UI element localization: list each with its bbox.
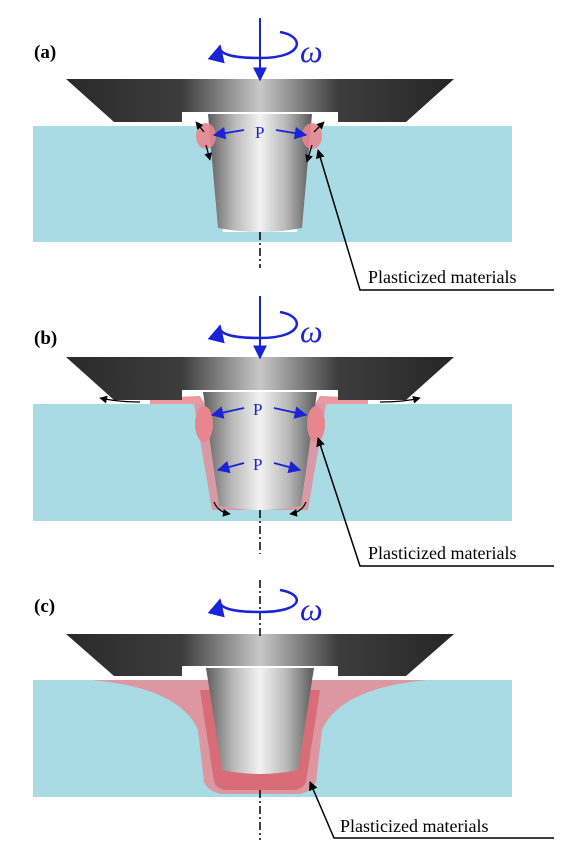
flow-arrow-a-4 — [305, 144, 313, 163]
pressure-arrow-left-a — [212, 126, 245, 140]
pressure-arrow-b-3 — [216, 460, 245, 474]
panel-c: (c) ω Plasticized materials — [33, 580, 554, 840]
pressure-arrow-b-1 — [210, 406, 245, 419]
omega-c: ω — [300, 591, 323, 627]
callout-text-b: Plasticized materials — [368, 543, 516, 563]
rotation-arrow-a — [207, 30, 298, 64]
tool-pin-b — [203, 392, 317, 510]
tool-pin-c — [206, 668, 314, 774]
tool-shoulder-c — [66, 634, 454, 676]
flow-arrow-a-2 — [204, 144, 212, 161]
plasticized-right-b — [307, 406, 325, 442]
callout-leader-b — [316, 437, 554, 567]
omega-a: ω — [300, 33, 323, 69]
tool-pin-a — [208, 114, 312, 232]
flow-arrow-a-3 — [313, 121, 325, 133]
callout-leader-c — [309, 781, 554, 839]
pressure-arrow-right-a — [275, 126, 308, 140]
omega-b: ω — [300, 313, 323, 349]
plasticized-left-b — [195, 406, 213, 442]
panel-a: (a) ω P Plasticized materials — [33, 18, 554, 291]
pressure-label-a: P — [255, 123, 264, 142]
pressure-arrow-b-2 — [273, 406, 308, 419]
flow-arrow-b-2 — [379, 395, 421, 404]
tool-shoulder-b — [66, 357, 454, 400]
pressure-arrow-b-4 — [273, 460, 302, 474]
callout-text-c: Plasticized materials — [340, 816, 488, 836]
rotation-arrow-b — [207, 310, 298, 344]
flow-arrow-b-3 — [213, 501, 231, 517]
panel-b: (b) ω P P Plasticized materials — [33, 296, 554, 567]
pressure-label-b-2: P — [253, 455, 262, 474]
callout-leader-a — [316, 149, 554, 291]
flow-arrow-b-1 — [99, 395, 141, 404]
panel-b-label: (b) — [34, 328, 57, 349]
panel-c-label: (c) — [34, 596, 55, 617]
pressure-label-b-1: P — [253, 400, 262, 419]
callout-text-a: Plasticized materials — [368, 267, 516, 287]
tool-shoulder-a — [66, 79, 454, 122]
flow-arrow-a-1 — [195, 121, 205, 133]
panel-a-label: (a) — [34, 42, 56, 63]
rotation-arrow-c — [207, 588, 298, 618]
flow-arrow-b-4 — [289, 501, 307, 517]
